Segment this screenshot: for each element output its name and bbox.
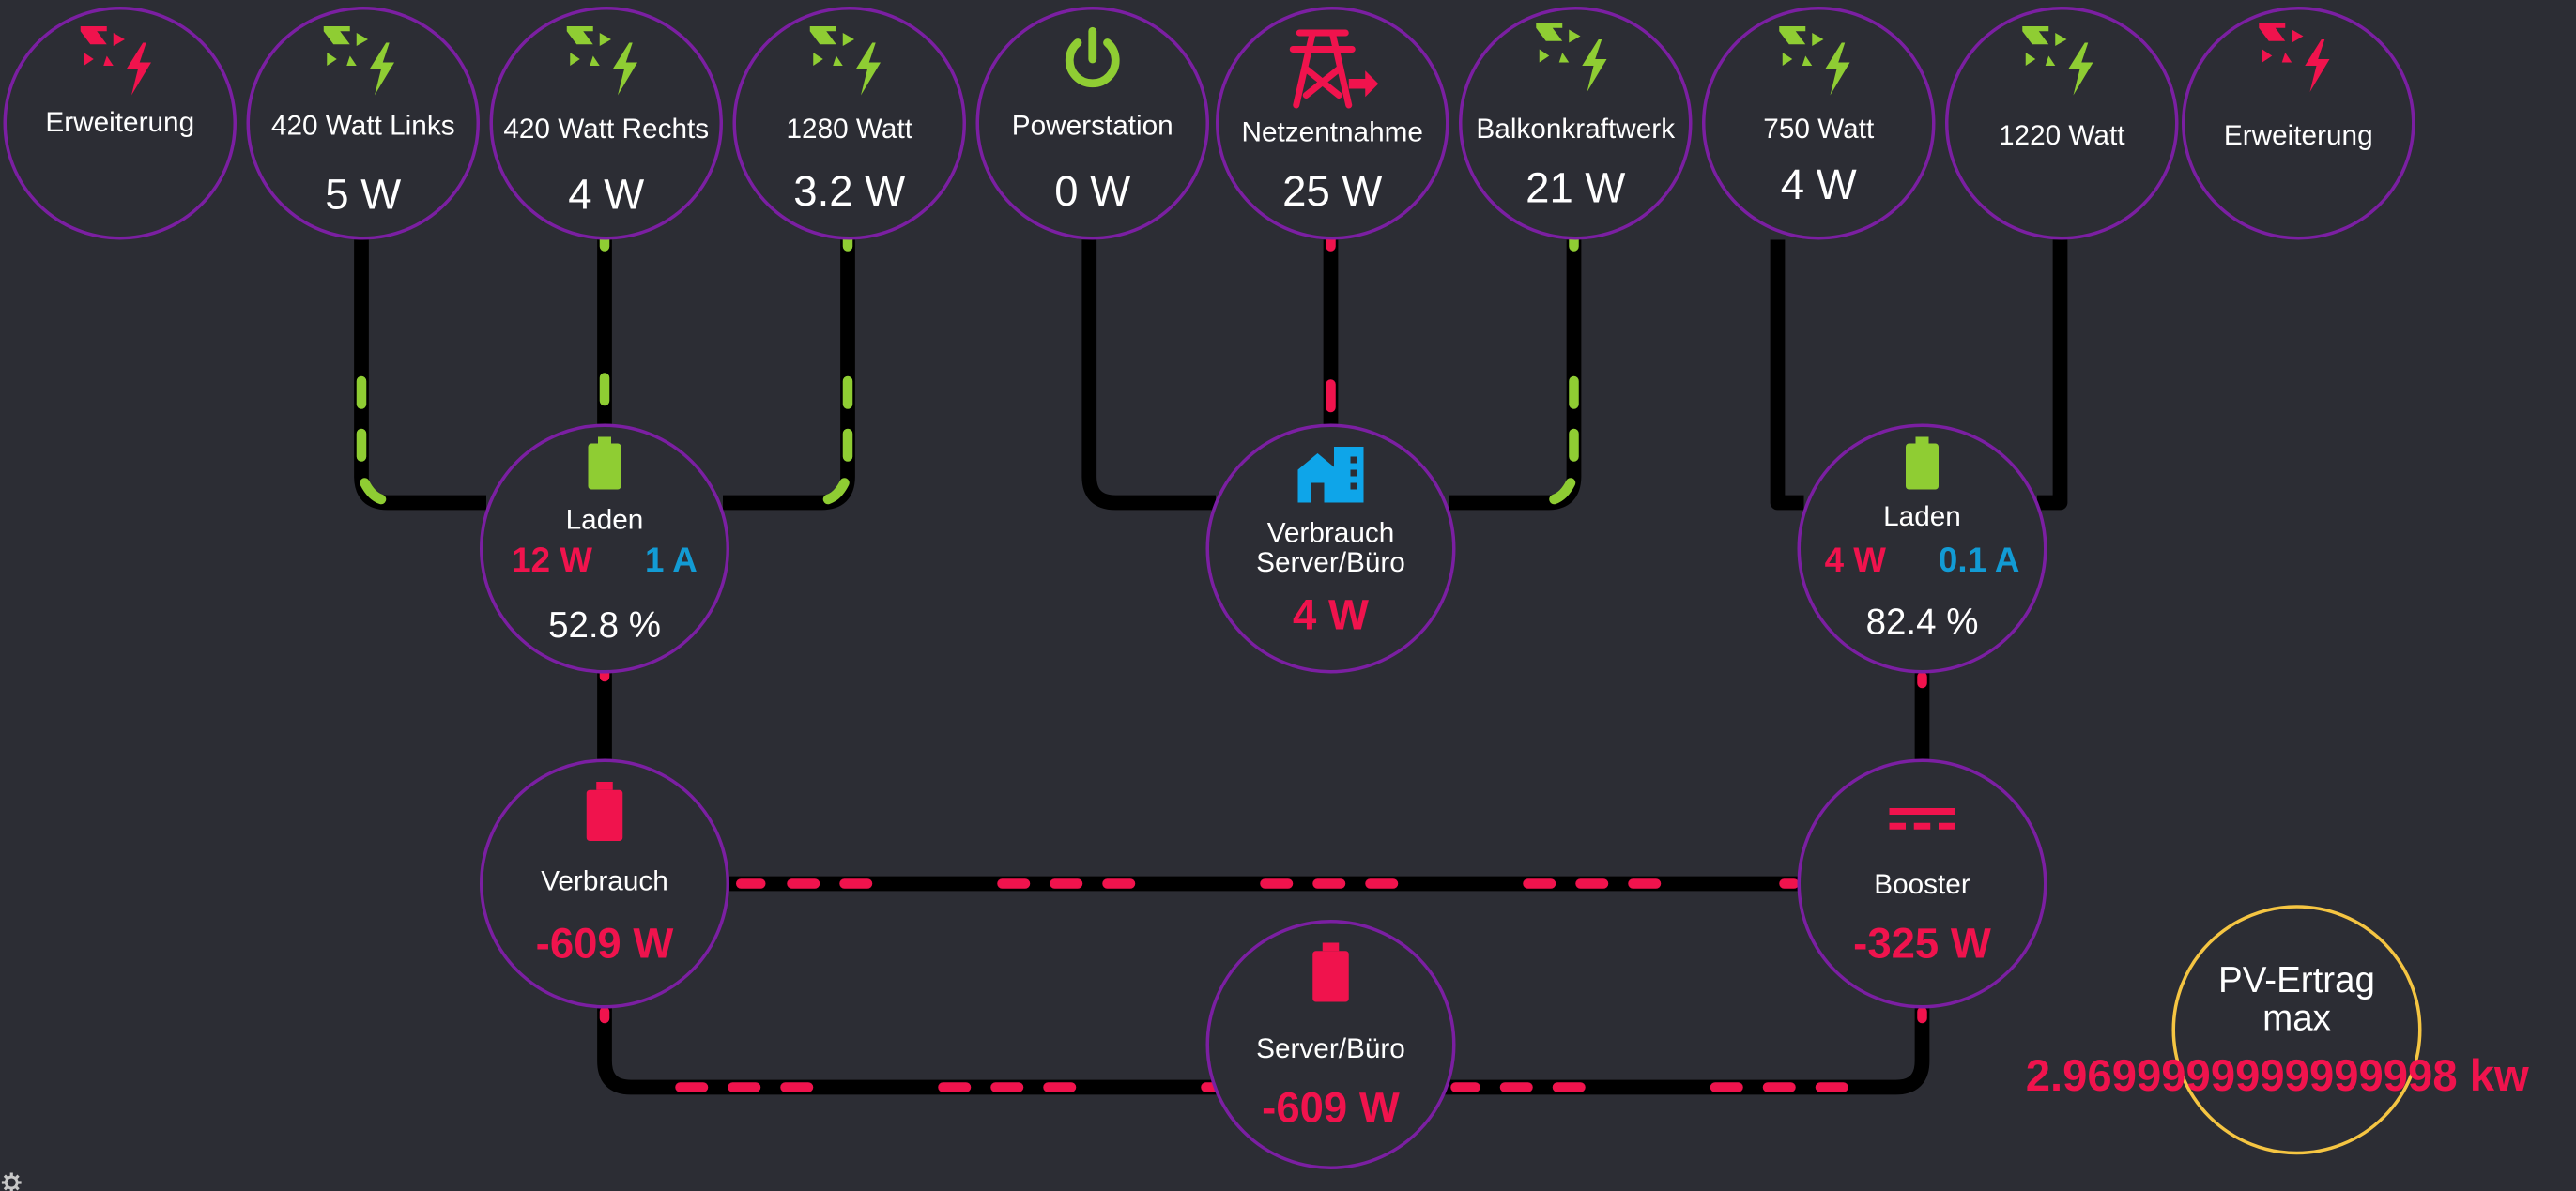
line-750	[1770, 239, 1804, 511]
node-value: 4 W	[568, 169, 645, 219]
battery-current: 1 A	[644, 542, 698, 580]
node-label: Erweiterung	[2223, 119, 2373, 151]
battery-power: 4 W	[1824, 542, 1886, 580]
node-1220-watt[interactable]: 1220 Watt	[1945, 7, 2179, 240]
node-label: 1280 Watt	[786, 113, 912, 145]
node-erweiterung-left[interactable]: Erweiterung	[3, 7, 237, 240]
node-value: 5 W	[325, 169, 402, 219]
house-consumption-node[interactable]: Verbrauch Server/Büro 4 W	[1205, 423, 1456, 674]
flow-dash-green	[360, 478, 387, 505]
verbrauch-node[interactable]: Verbrauch -609 W	[480, 758, 729, 1009]
line-420-links	[354, 239, 486, 511]
node-750-watt[interactable]: 750 Watt 4 W	[1702, 7, 1936, 240]
server-value: -609 W	[1262, 1082, 1400, 1132]
pv-title-line1: PV-Ertrag	[2218, 959, 2375, 1000]
battery-icon	[483, 436, 727, 490]
power-icon	[979, 26, 1206, 96]
solar-panel-icon	[1949, 23, 2176, 96]
node-label: 1220 Watt	[1998, 119, 2125, 151]
pv-ertrag-node[interactable]: PV-Ertrag max	[2171, 905, 2422, 1155]
node-powerstation[interactable]: Powerstation 0 W	[975, 7, 1209, 240]
line-1280	[723, 239, 855, 511]
battery-right-node[interactable]: Laden 4 W 0.1 A 82.4 %	[1797, 423, 2047, 674]
solar-panel-icon	[736, 23, 963, 96]
flow-dash-green	[1549, 478, 1576, 505]
battery-percent: 82.4 %	[1865, 601, 1979, 643]
server-node[interactable]: Server/Büro -609 W	[1205, 920, 1456, 1169]
solar-panel-icon	[2185, 20, 2413, 92]
battery-icon	[1209, 942, 1452, 1002]
dc-current-icon	[1801, 808, 2044, 832]
solar-panel-icon	[1463, 20, 1690, 92]
booster-node[interactable]: Booster -325 W	[1797, 758, 2047, 1009]
battery-percent: 52.8 %	[548, 604, 661, 646]
solar-panel-icon	[7, 23, 234, 96]
node-value: 0 W	[1054, 165, 1131, 216]
line-1220	[2037, 239, 2068, 511]
battery-label: Laden	[1883, 500, 1961, 532]
verbrauch-value: -609 W	[535, 918, 674, 968]
node-netzentnahme[interactable]: Netzentnahme 25 W	[1216, 7, 1449, 240]
node-label: Erweiterung	[45, 106, 195, 138]
house-label-line2: Server/Büro	[1256, 546, 1405, 578]
node-value: 21 W	[1526, 162, 1626, 212]
battery-label: Laden	[565, 504, 644, 536]
battery-power: 12 W	[512, 542, 592, 580]
grid-tower-icon	[1219, 26, 1447, 109]
node-value: 4 W	[1780, 159, 1857, 209]
node-420-links[interactable]: 420 Watt Links 5 W	[246, 7, 480, 240]
flow-dash-green	[822, 478, 850, 505]
house-icon	[1209, 444, 1452, 503]
battery-stats: 4 W 0.1 A	[1801, 542, 2044, 582]
node-label: 420 Watt Rechts	[503, 113, 710, 145]
pv-title-line2: max	[2262, 997, 2331, 1038]
node-value: 25 W	[1282, 165, 1383, 216]
node-420-rechts[interactable]: 420 Watt Rechts 4 W	[489, 7, 723, 240]
node-erweiterung-right[interactable]: Erweiterung	[2182, 7, 2415, 240]
pv-title: PV-Ertrag max	[2175, 961, 2418, 1037]
node-label: Netzentnahme	[1241, 116, 1423, 148]
node-1280-watt[interactable]: 1280 Watt 3.2 W	[732, 7, 966, 240]
battery-left-node[interactable]: Laden 12 W 1 A 52.8 %	[480, 423, 729, 674]
gear-icon[interactable]	[1, 1171, 22, 1191]
booster-label: Booster	[1874, 868, 1970, 900]
line-powerstation	[1081, 239, 1216, 511]
solar-panel-icon	[493, 23, 720, 96]
node-value: 3.2 W	[793, 165, 906, 216]
booster-value: -325 W	[1853, 918, 1991, 968]
solar-panel-icon	[250, 23, 477, 96]
node-label: 750 Watt	[1763, 113, 1875, 145]
solar-panel-icon	[1706, 23, 1933, 96]
battery-icon	[1801, 436, 2044, 490]
node-label: Balkonkraftwerk	[1476, 113, 1676, 145]
battery-stats: 12 W 1 A	[483, 542, 727, 582]
house-label-line1: Verbrauch	[1266, 517, 1395, 549]
pv-value: 2.9699999999999998 kw	[2025, 1051, 2529, 1101]
server-label: Server/Büro	[1256, 1032, 1405, 1064]
battery-icon	[483, 782, 727, 841]
node-balkonkraftwerk[interactable]: Balkonkraftwerk 21 W	[1459, 7, 1693, 240]
node-label: 420 Watt Links	[270, 110, 455, 142]
node-label: Powerstation	[1011, 110, 1173, 142]
verbrauch-label: Verbrauch	[541, 865, 668, 897]
battery-current: 0.1 A	[1938, 542, 2020, 580]
line-balkonkraftwerk	[1449, 239, 1582, 511]
house-value: 4 W	[1293, 589, 1369, 639]
